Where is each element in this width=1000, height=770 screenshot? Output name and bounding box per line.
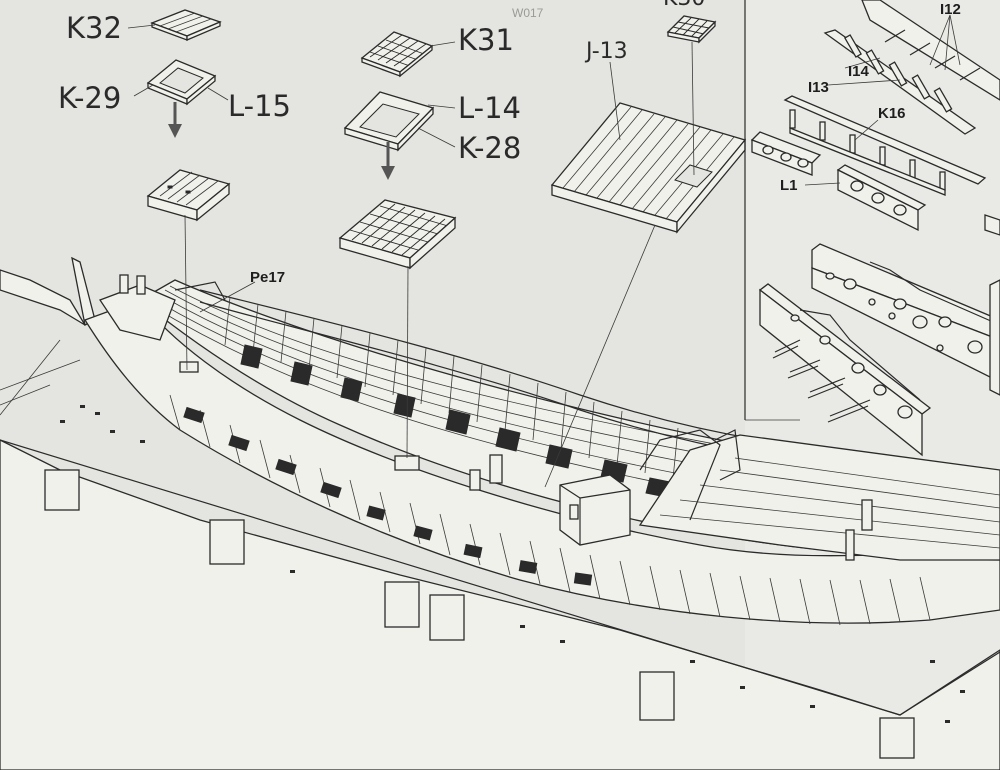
label-i12: I12 [940, 1, 961, 18]
part-j13-deck-panel [550, 102, 747, 234]
ship-hull [0, 256, 1000, 626]
part-grating-middle [338, 199, 457, 270]
part-k16-rail [783, 95, 987, 196]
label-k29: K-29 [58, 81, 121, 115]
label-i14: I14 [848, 63, 870, 80]
label-k16: K16 [878, 105, 906, 122]
deck-hatch [394, 455, 420, 471]
part-top-right-rail [861, 0, 1000, 101]
label-k30: K30 [663, 0, 705, 11]
label-k32: K32 [66, 11, 122, 45]
part-k31-grating [360, 31, 434, 78]
label-j13: J-13 [584, 39, 628, 64]
page-code: W017 [512, 6, 544, 20]
label-l14: L-14 [458, 91, 521, 125]
arrow-down-left-icon [168, 102, 182, 138]
label-i13: I13 [808, 79, 829, 96]
part-k29-l15-frame [146, 59, 217, 106]
part-i12-rail [823, 29, 981, 135]
arrow-down-middle-icon [381, 142, 395, 180]
label-pe17: Pe17 [250, 269, 285, 286]
part-l1-plate-left [750, 131, 822, 176]
part-edge-fragment-2 [989, 279, 1000, 396]
part-hatch-cover-left [146, 169, 231, 222]
part-edge-fragment [984, 214, 1000, 236]
part-l14-k28-frame [343, 91, 435, 152]
part-side-bulwark-lower [758, 283, 932, 457]
building-board [0, 359, 1000, 770]
part-l1-plate-right [836, 164, 927, 232]
label-k31: K31 [458, 23, 514, 57]
label-l1: L1 [780, 177, 798, 194]
part-k30-grating [666, 15, 717, 44]
label-k28: K-28 [458, 131, 521, 165]
part-side-bulwark-upper [811, 243, 1000, 383]
part-k32 [150, 9, 222, 41]
label-l15: L-15 [228, 89, 291, 123]
